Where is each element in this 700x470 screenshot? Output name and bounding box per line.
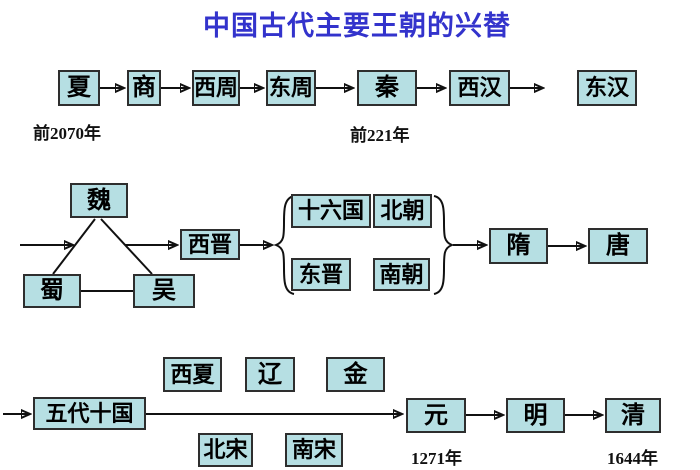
brace-right: [433, 195, 455, 295]
node-xijin: 西晋: [180, 229, 240, 260]
node-shiliuguo: 十六国: [291, 194, 371, 228]
node-liao: 辽: [245, 357, 295, 392]
node-qin: 秦: [357, 70, 417, 106]
node-xia: 夏: [58, 70, 100, 106]
year-label-xia-start: 前2070年: [33, 124, 101, 143]
node-shu: 蜀: [23, 274, 81, 308]
brace-left: [273, 195, 295, 295]
edge-wei-wu: [100, 218, 153, 275]
node-xixia: 西夏: [163, 357, 222, 392]
node-xihan: 西汉: [449, 70, 510, 106]
node-dongjin: 东晋: [291, 258, 351, 291]
year-label-qin-start: 前221年: [350, 126, 410, 145]
year-label-yuan-start: 1271年: [411, 449, 462, 468]
node-shang: 商: [127, 70, 161, 106]
node-jin: 金: [326, 357, 385, 392]
year-label-qing-start: 1644年: [607, 449, 658, 468]
node-nanchao: 南朝: [373, 258, 430, 291]
node-qing: 清: [605, 398, 661, 433]
node-wudaishiguo: 五代十国: [33, 397, 146, 430]
node-wei: 魏: [70, 183, 128, 218]
node-sui: 隋: [489, 228, 548, 264]
node-ming: 明: [506, 398, 565, 433]
node-yuan: 元: [406, 398, 466, 433]
edge-shu-wei: [52, 218, 96, 275]
node-dongzhou: 东周: [266, 70, 316, 106]
node-xizhou: 西周: [192, 70, 240, 106]
node-wu: 吴: [133, 274, 195, 308]
node-donghan: 东汉: [577, 70, 637, 106]
page-title: 中国古代主要王朝的兴替: [203, 11, 511, 41]
node-tang: 唐: [588, 228, 648, 264]
node-nansong: 南宋: [285, 433, 343, 467]
node-beisong: 北宋: [198, 433, 253, 467]
node-beichao: 北朝: [373, 194, 432, 228]
